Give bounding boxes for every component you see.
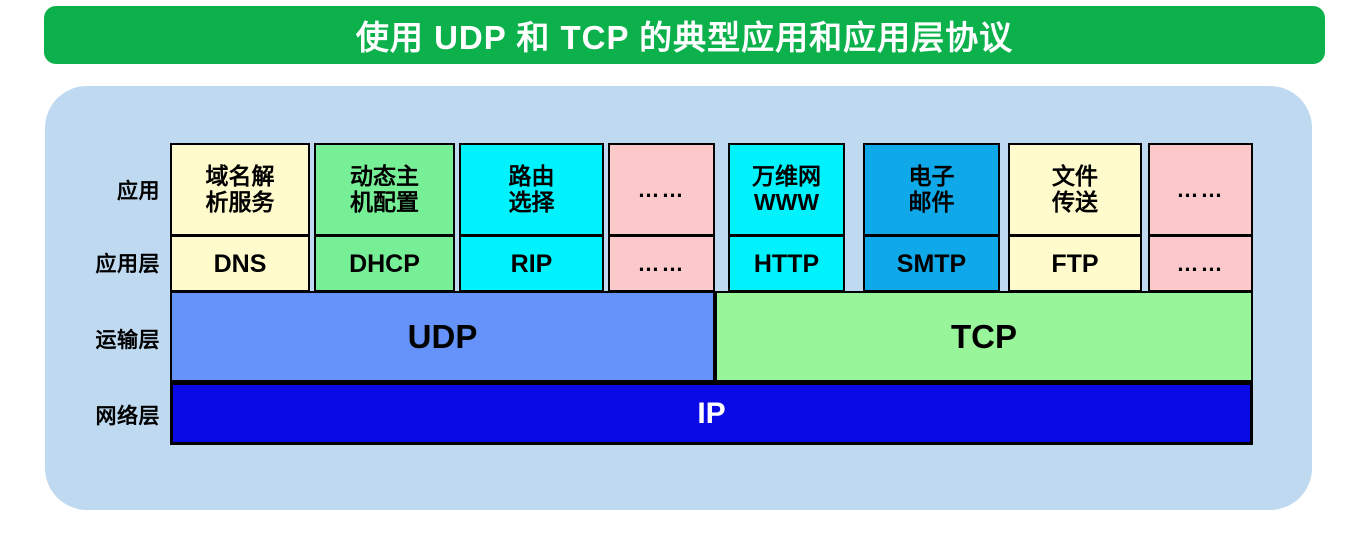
- title-banner: 使用 UDP 和 TCP 的典型应用和应用层协议: [44, 6, 1325, 64]
- row-label-application: 应用: [117, 180, 160, 203]
- app-cell-udp-more-ellipsis: ……: [637, 176, 686, 202]
- protocol-cell-http: HTTP: [728, 235, 845, 292]
- protocol-cell-dns: DNS: [170, 235, 310, 292]
- app-cell-smtp-line2: 邮件: [908, 188, 955, 215]
- row-label-network-layer: 网络层: [95, 405, 160, 428]
- network-box-ip: IP: [170, 382, 1253, 445]
- app-cell-dns-line1: 域名解: [205, 162, 275, 189]
- app-cell-ftp: 文件 传送: [1008, 143, 1142, 236]
- app-cell-udp-more: ……: [608, 143, 715, 236]
- app-cell-http-line1: 万维网: [752, 162, 821, 189]
- app-cell-rip-line1: 路由: [508, 162, 555, 189]
- app-cell-dhcp: 动态主 机配置: [314, 143, 455, 236]
- app-cell-smtp: 电子 邮件: [863, 143, 1000, 236]
- protocol-cell-tcp-more-ellipsis: ……: [1176, 250, 1225, 276]
- row-label-application-layer: 应用层: [95, 253, 160, 276]
- app-cell-dhcp-line2: 机配置: [350, 188, 419, 215]
- protocol-cell-smtp: SMTP: [863, 235, 1000, 292]
- app-cell-dns-line2: 析服务: [205, 188, 275, 215]
- app-cell-tcp-more: ……: [1148, 143, 1253, 236]
- protocol-cell-udp-more-ellipsis: ……: [637, 250, 686, 276]
- page-title: 使用 UDP 和 TCP 的典型应用和应用层协议: [355, 19, 1014, 56]
- transport-box-tcp: TCP: [715, 291, 1253, 382]
- app-cell-rip: 路由 选择: [459, 143, 604, 236]
- protocol-cell-ftp: FTP: [1008, 235, 1142, 292]
- app-cell-rip-line2: 选择: [508, 188, 555, 215]
- transport-box-udp: UDP: [170, 291, 715, 382]
- app-cell-dns: 域名解 析服务: [170, 143, 310, 236]
- app-cell-ftp-line2: 传送: [1052, 188, 1098, 215]
- protocol-cell-tcp-more: ……: [1148, 235, 1253, 292]
- protocol-cell-udp-more: ……: [608, 235, 715, 292]
- row-label-transport-layer: 运输层: [95, 329, 160, 352]
- app-cell-dhcp-line1: 动态主: [350, 162, 419, 189]
- app-cell-http-line2: WWW: [753, 188, 820, 215]
- protocol-cell-dhcp: DHCP: [314, 235, 455, 292]
- app-cell-http: 万维网 WWW: [728, 143, 845, 236]
- app-cell-tcp-more-ellipsis: ……: [1176, 176, 1225, 202]
- app-cell-ftp-line1: 文件: [1052, 162, 1098, 189]
- app-cell-smtp-line1: 电子: [908, 162, 955, 189]
- protocol-cell-rip: RIP: [459, 235, 604, 292]
